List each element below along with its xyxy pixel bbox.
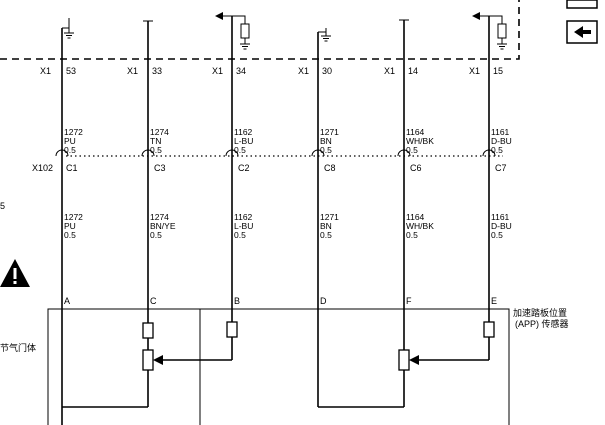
svg-text:1162: 1162 (234, 212, 253, 222)
svg-text:1274: 1274 (150, 212, 169, 222)
svg-text:0.5: 0.5 (150, 145, 162, 155)
connector-label-x1: X1 (127, 66, 138, 76)
svg-text:0.5: 0.5 (150, 230, 162, 240)
connector-label-x102: X102 (32, 163, 53, 173)
svg-text:0.5: 0.5 (320, 145, 332, 155)
svg-text:L-BU: L-BU (234, 136, 253, 146)
svg-text:1272: 1272 (64, 212, 83, 222)
x102-terminal-arcs (55, 149, 496, 157)
x102-pin-label: C1 (66, 163, 78, 173)
svg-text:BN: BN (320, 221, 332, 231)
svg-text:0.5: 0.5 (491, 230, 503, 240)
ground-symbol (318, 28, 331, 42)
terminal-label: A (64, 296, 70, 306)
svg-text:0.5: 0.5 (64, 230, 76, 240)
wire-label-lower: 1271 BN 0.5 (320, 212, 339, 240)
terminal-label: E (491, 296, 497, 306)
x102-pin-label: C3 (154, 163, 166, 173)
x102-pin-label: C7 (495, 163, 507, 173)
wire-label-lower: 1162 L-BU 0.5 (234, 212, 253, 240)
connector-label-x1: X1 (384, 66, 395, 76)
app-sensor-box (199, 308, 510, 425)
svg-text:BN: BN (320, 136, 332, 146)
svg-text:1164: 1164 (406, 127, 425, 137)
connector-label-x1: X1 (212, 66, 223, 76)
svg-text:1161: 1161 (491, 127, 510, 137)
throttle-body-label: 节气门体 (0, 342, 36, 353)
wire-label-upper: 1162 L-BU 0.5 (234, 127, 253, 155)
svg-text:PU: PU (64, 136, 76, 146)
terminal-label: B (234, 296, 240, 306)
app-sensor-internals (318, 321, 495, 408)
svg-text:0.5: 0.5 (406, 230, 418, 240)
svg-text:WH/BK: WH/BK (406, 136, 434, 146)
svg-text:L-BU: L-BU (234, 221, 253, 231)
pullup-resistor-symbol (215, 12, 250, 50)
svg-text:0.5: 0.5 (234, 230, 246, 240)
svg-text:1161: 1161 (491, 212, 510, 222)
component-terminal-labels: A C B D F E (64, 296, 497, 306)
svg-text:0.5: 0.5 (406, 145, 418, 155)
module-boundary-dashed (0, 0, 520, 60)
x102-pin-labels: C1 C3 C2 C8 C6 C7 (66, 163, 507, 173)
wire-label-upper: 1274 TN 0.5 (150, 127, 169, 155)
x102-pin-label: C6 (410, 163, 422, 173)
svg-text:1271: 1271 (320, 127, 339, 137)
wire-label-upper: 1272 PU 0.5 (64, 127, 83, 155)
arrow-left-icon[interactable] (566, 20, 598, 44)
wire-label-lower: 1161 D-BU 0.5 (491, 212, 512, 240)
nav-button-box[interactable] (566, 0, 598, 9)
wire-label-upper: 1271 BN 0.5 (320, 127, 339, 155)
svg-text:D-BU: D-BU (491, 221, 512, 231)
svg-text:0.5: 0.5 (320, 230, 332, 240)
wire-label-lower: 1274 BN/YE 0.5 (150, 212, 176, 240)
x1-pin-label: 14 (408, 66, 418, 76)
pullup-resistor-symbol (472, 12, 507, 50)
x102-pin-label: C2 (238, 163, 250, 173)
x1-pin-label: 30 (322, 66, 332, 76)
svg-text:TN: TN (150, 136, 161, 146)
svg-text:1274: 1274 (150, 127, 169, 137)
x102-pin-label: C8 (324, 163, 336, 173)
left-edge-digit: 5 (0, 201, 5, 211)
wires (61, 16, 490, 425)
connector-label-x1: X1 (40, 66, 51, 76)
x1-pin-label: 33 (152, 66, 162, 76)
svg-text:0.5: 0.5 (491, 145, 503, 155)
warning-triangle-icon (0, 259, 30, 287)
app-sensor-label: 加速踏板位置 (513, 307, 567, 318)
x1-connector-labels: X1 X1 X1 X1 X1 X1 (40, 66, 480, 76)
svg-text:WH/BK: WH/BK (406, 221, 434, 231)
x1-pin-labels: 53 33 34 30 14 15 (66, 66, 503, 76)
svg-text:0.5: 0.5 (64, 145, 76, 155)
x1-pin-label: 34 (236, 66, 246, 76)
svg-text:1164: 1164 (406, 212, 425, 222)
svg-text:0.5: 0.5 (234, 145, 246, 155)
svg-text:1272: 1272 (64, 127, 83, 137)
x1-pin-label: 15 (493, 66, 503, 76)
x1-pin-label: 53 (66, 66, 76, 76)
wire-label-lower: 1164 WH/BK 0.5 (406, 212, 434, 240)
svg-text:BN/YE: BN/YE (150, 221, 176, 231)
wire-label-lower: 1272 PU 0.5 (64, 212, 83, 240)
svg-text:1162: 1162 (234, 127, 253, 137)
terminal-label: D (320, 296, 327, 306)
wire-label-upper: 1164 WH/BK 0.5 (406, 127, 434, 155)
connector-label-x1: X1 (469, 66, 480, 76)
svg-text:1271: 1271 (320, 212, 339, 222)
connector-label-x1: X1 (298, 66, 309, 76)
app-sensor-label: (APP) 传感器 (515, 318, 569, 329)
wire-label-upper: 1161 D-BU 0.5 (491, 127, 512, 155)
svg-text:PU: PU (64, 221, 76, 231)
svg-text:D-BU: D-BU (491, 136, 512, 146)
throttle-internals (62, 321, 238, 408)
terminal-label: C (150, 296, 157, 306)
ground-symbol (62, 18, 74, 39)
terminal-label: F (406, 296, 412, 306)
